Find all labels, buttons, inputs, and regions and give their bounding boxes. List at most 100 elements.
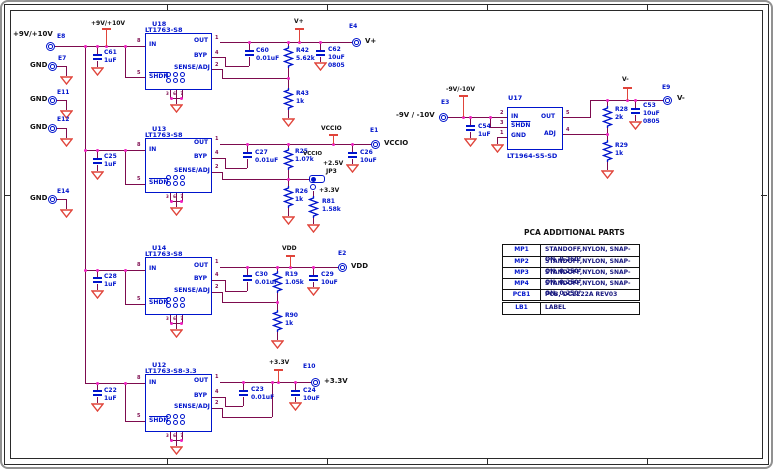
- wire: [212, 408, 222, 409]
- u17-pin-out: OUT: [541, 113, 556, 120]
- wire: [97, 270, 98, 277]
- flag-vminus: V-: [622, 76, 629, 83]
- c26-ref: C26: [360, 149, 373, 156]
- c26-val: 10uF: [360, 157, 377, 164]
- wire: [212, 57, 225, 58]
- wire: [288, 144, 289, 148]
- u13-ref: U13: [152, 125, 167, 133]
- ic-gnd-pad: [173, 303, 178, 308]
- resistor-symbol: [601, 106, 614, 128]
- capacitor-symbol: [243, 275, 252, 277]
- wire: [57, 128, 66, 129]
- wire: [222, 408, 223, 417]
- wire: [66, 100, 67, 110]
- jp3-pin-bottom[interactable]: [310, 184, 316, 190]
- terminal-e1: [371, 140, 380, 149]
- junction-dot: [287, 143, 290, 146]
- zone-tick: [647, 458, 648, 464]
- table-desc: STANDOFF,NYLON, SNAP-ON, 0.250": [545, 280, 631, 297]
- wire: [85, 383, 145, 384]
- u13-pin-out: OUT: [194, 139, 209, 146]
- wire: [182, 193, 183, 201]
- u17-pin-adj: ADJ: [544, 130, 556, 137]
- wire: [288, 78, 289, 88]
- junction-dot: [606, 99, 609, 102]
- table-ref: PCB1: [503, 290, 541, 300]
- ic-gnd-pad: [180, 414, 185, 419]
- u18-num-byp: 4: [215, 50, 219, 56]
- c53-val: 10uF: [643, 110, 660, 117]
- wire: [470, 132, 471, 138]
- jp3-net-label: VCCIO: [303, 151, 323, 157]
- terminal-ref-e1: E1: [370, 127, 379, 134]
- c22-ref: C22: [104, 387, 117, 394]
- terminal-ref-e14: E14: [57, 188, 70, 195]
- ic-gnd-pad: [173, 78, 178, 83]
- r81-ref: R81: [322, 198, 335, 205]
- wire: [66, 199, 67, 209]
- wire: [277, 332, 278, 340]
- capacitor-symbol: [348, 156, 357, 158]
- capacitor-symbol: [291, 394, 300, 396]
- u14-num-shdn: 5: [137, 296, 141, 302]
- c25-ref: C25: [104, 153, 117, 160]
- power-flag-icon: [295, 28, 304, 30]
- wire: [170, 90, 171, 98]
- wire: [313, 267, 314, 275]
- jp3-shunt[interactable]: [309, 175, 325, 183]
- table-desc: LABEL: [545, 304, 566, 311]
- u12-pin-sense: SENSE/ADJ: [174, 403, 210, 410]
- table-ref: MP4: [503, 279, 541, 289]
- ground-symbol-icon: [490, 144, 505, 154]
- u14-pin-byp: BYP: [194, 275, 207, 282]
- capacitor-symbol: [631, 112, 640, 114]
- jp3-pin-top[interactable]: [311, 177, 316, 182]
- u14-gnd-pin-nums: 3 6 7: [166, 316, 185, 321]
- wire: [212, 69, 222, 70]
- wire: [352, 159, 353, 164]
- terminal-ref-e10: E10: [303, 363, 316, 370]
- capacitor-symbol: [243, 152, 252, 154]
- c61-ref: C61: [104, 49, 117, 56]
- capacitor-symbol: [309, 279, 318, 281]
- junction-dot: [276, 301, 279, 304]
- zone-tick: [487, 4, 488, 10]
- wire: [85, 150, 145, 151]
- jp3-ref: JP3: [326, 168, 337, 175]
- wire: [247, 267, 248, 275]
- wire: [97, 383, 98, 390]
- terminal-e8: [46, 42, 55, 51]
- flag-pos-input: +9V/+10V: [91, 20, 126, 27]
- zone-tick: [327, 4, 328, 10]
- ic-u13-body: [145, 138, 212, 193]
- ground-symbol-icon: [59, 110, 74, 120]
- ground-symbol-icon: [169, 329, 184, 339]
- capacitor-symbol: [93, 394, 102, 396]
- r81-val: 1.58k: [322, 206, 341, 213]
- u14-pin-out: OUT: [194, 262, 209, 269]
- ground-symbol-icon: [90, 290, 105, 300]
- net-label-neg-input: -9V / -10V: [396, 111, 435, 119]
- capacitor-symbol: [245, 54, 254, 56]
- ic-gnd-pad: [180, 72, 185, 77]
- junction-dot: [96, 149, 99, 152]
- wire: [220, 144, 371, 145]
- u18-part: LT1763-S8: [145, 26, 183, 34]
- flag-vdd: VDD: [282, 245, 297, 252]
- wire: [288, 68, 289, 78]
- wire: [125, 270, 126, 304]
- u13-num-in: 8: [137, 142, 141, 148]
- ground-symbol-icon: [90, 171, 105, 181]
- u13-num-out: 1: [215, 136, 219, 142]
- wire: [490, 127, 507, 128]
- wire: [125, 304, 145, 305]
- parts-table-title: PCA ADDITIONAL PARTS: [524, 228, 625, 237]
- wire: [490, 117, 491, 127]
- ground-symbol-icon: [59, 138, 74, 148]
- r25-ref: R25: [295, 148, 308, 155]
- u12-num-in: 8: [137, 375, 141, 381]
- capacitor-symbol: [243, 279, 252, 281]
- wire: [563, 134, 607, 135]
